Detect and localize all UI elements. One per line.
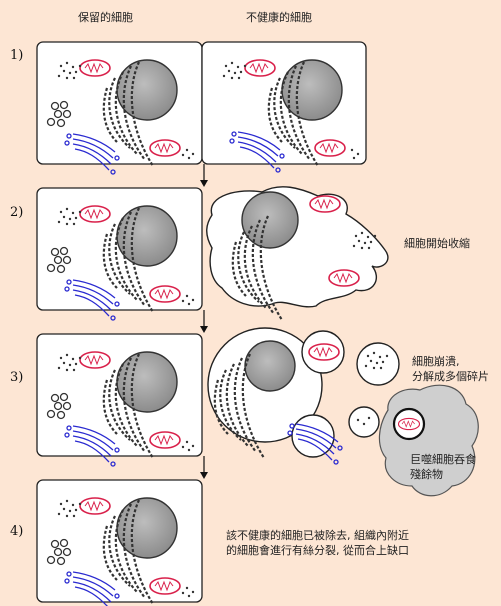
step-label-2: 2) — [10, 205, 24, 220]
label-removed-2: 的細胞會進行有絲分裂, 從而合上缺口 — [226, 544, 409, 557]
label-macrophage-1: 巨噬細胞吞食 — [410, 453, 476, 466]
label-collapse-1: 細胞崩潰, — [412, 355, 460, 368]
step-label-1: 1) — [10, 48, 24, 63]
arrow-3 — [200, 456, 208, 479]
fragment-golgi — [291, 414, 335, 458]
fragment-small — [348, 406, 380, 438]
label-macrophage-2: 殘餘物 — [410, 468, 443, 481]
step-label-4: 4) — [10, 524, 24, 539]
label-shrinking: 細胞開始收縮 — [404, 237, 470, 250]
header-unhealthy-cell: 不健康的細胞 — [246, 11, 312, 24]
fragment-ribo — [356, 342, 400, 386]
row-3 — [36, 327, 479, 497]
row-1 — [36, 41, 367, 174]
arrow-1 — [200, 164, 208, 187]
label-removed-1: 該不健康的細胞已被除去, 組織內附近 — [226, 529, 409, 542]
row-2 — [36, 186, 389, 322]
header-healthy-cell: 保留的細胞 — [78, 11, 133, 24]
arrow-2 — [200, 310, 208, 333]
label-collapse-2: 分解成多個碎片 — [412, 370, 489, 383]
row-4 — [36, 479, 203, 606]
step-label-3: 3) — [10, 370, 24, 385]
